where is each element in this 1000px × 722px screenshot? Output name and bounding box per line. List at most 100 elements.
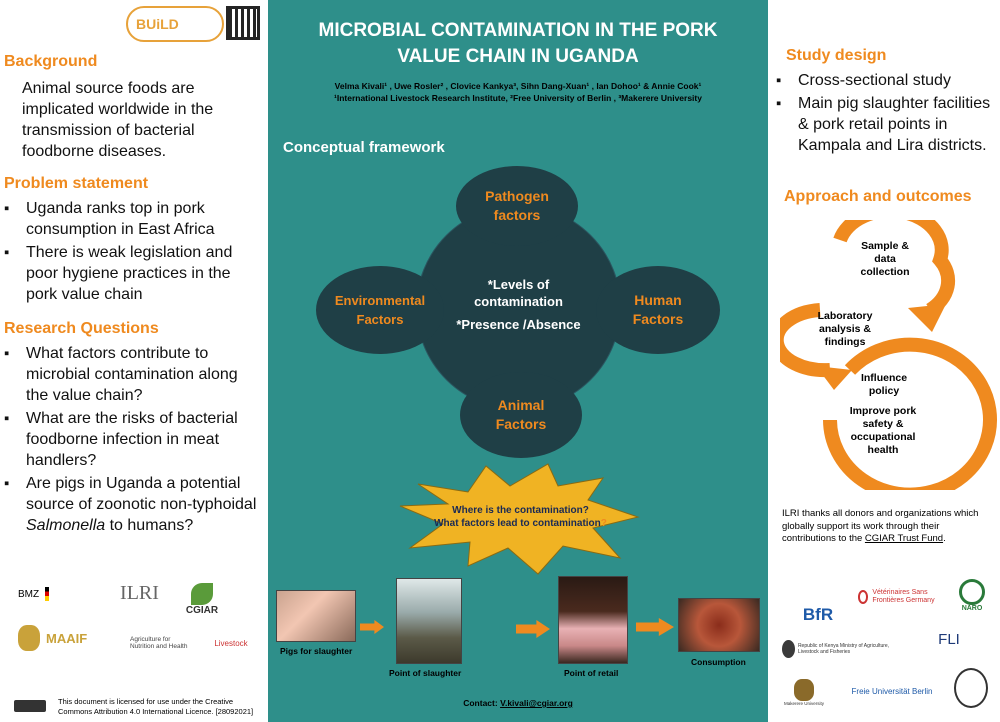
arrow-icon — [636, 618, 674, 636]
authors-line: Velma Kivali¹ , Uwe Rosler² , Clovice Ka… — [334, 81, 702, 91]
a4nh-logo-text: Agriculture for Nutrition and Health — [130, 636, 188, 650]
problem-item: Uganda ranks top in pork consumption in … — [2, 198, 264, 240]
study-design-item: Cross-sectional study — [774, 70, 996, 91]
slaughter-caption: Point of slaughter — [389, 668, 462, 678]
contact-line: Contact: V.kivali@cgiar.org — [268, 698, 768, 708]
animal-factors-circle: Animal Factors — [460, 372, 582, 458]
thanks-text: ILRI thanks all donors and organizations… — [782, 508, 992, 546]
seal-icon — [954, 668, 988, 708]
naro-logo-text: NARO — [961, 604, 983, 612]
problem-heading: Problem statement — [4, 175, 149, 192]
makerere-logo: Makerere University — [782, 672, 826, 712]
fu-berlin-logo: Freie Universität Berlin — [840, 680, 944, 702]
arrow-icon — [360, 620, 384, 634]
retail-photo — [558, 576, 628, 664]
qr-code-icon — [226, 6, 260, 40]
kenya-coat-of-arms-icon — [782, 640, 795, 658]
poster-title: MICROBIAL CONTAMINATION IN THE PORK VALU… — [318, 20, 718, 67]
environmental-factors-circle: Environmental Factors — [316, 266, 444, 354]
rq-last-prefix: Are pigs in Uganda a potential source of… — [26, 475, 257, 513]
maaif-logo: MAAIF — [18, 622, 118, 654]
makerere-emblem-icon — [794, 678, 814, 701]
pigs-caption: Pigs for slaughter — [280, 646, 353, 656]
framework-heading: Conceptual framework — [283, 139, 445, 156]
center-circle-text: *Levels of contamination *Presence /Abse… — [417, 276, 620, 333]
background-heading: Background — [4, 53, 98, 70]
contact-email-link[interactable]: V.kivali@cgiar.org — [500, 698, 573, 708]
pathogen-factors-circle: Pathogen factors — [456, 166, 578, 246]
study-design-list: Cross-sectional study Main pig slaughter… — [774, 70, 996, 158]
human-factors-circle: Human Factors — [596, 266, 720, 354]
bfr-logo-text: BfR — [802, 605, 834, 624]
center-line-1: *Levels of contamination — [474, 277, 563, 309]
cgiar-logo: CGIAR — [172, 576, 232, 622]
study-design-heading: Study design — [786, 47, 887, 64]
build-logo-text: BUiLD — [136, 16, 179, 32]
problem-list: Uganda ranks top in pork consumption in … — [2, 198, 264, 307]
ilri-logo-text: ILRI — [120, 581, 159, 604]
pathogen-factors-label: Pathogen factors — [485, 188, 549, 223]
vsf-heart-icon — [858, 590, 869, 604]
star-line-2: What factors lead to contamination? — [433, 517, 608, 530]
makerere-logo-text: Makerere University — [783, 700, 824, 706]
bmz-logo-text: BMZ — [18, 588, 40, 600]
naro-logo: NARO — [954, 574, 990, 616]
problem-item: There is weak legislation and poor hygie… — [2, 242, 264, 305]
fu-berlin-logo-text: Freie Universität Berlin — [851, 686, 933, 696]
ilri-logo: ILRI — [112, 578, 167, 608]
bfr-logo: BfR — [782, 602, 854, 628]
thanks-prefix: ILRI thanks all donors and organizations… — [782, 508, 979, 544]
author-list: Velma Kivali¹ , Uwe Rosler² , Clovice Ka… — [268, 80, 768, 104]
research-questions-heading: Research Questions — [4, 320, 159, 337]
slaughter-photo — [396, 578, 462, 664]
contact-prefix: Contact: — [463, 698, 501, 708]
consumption-photo — [678, 598, 760, 652]
naro-emblem-icon — [959, 578, 985, 605]
pigs-photo — [276, 590, 356, 642]
cycle-step-sample: Sample & data collection — [860, 240, 910, 278]
research-questions-list: What factors contribute to microbial con… — [2, 343, 264, 538]
retail-caption: Point of retail — [564, 668, 619, 678]
livestock-logo-text: Livestock — [214, 638, 248, 648]
thanks-suffix: . — [943, 533, 946, 544]
contamination-star-shape — [399, 463, 640, 575]
a4nh-logo: Agriculture for Nutrition and Health — [130, 630, 190, 656]
bmz-logo: BMZ — [18, 582, 98, 606]
star-line-1: Where is the contamination? — [452, 505, 589, 516]
star-qmark: ? — [600, 518, 607, 529]
study-design-item: Main pig slaughter facilities & pork ret… — [774, 93, 996, 156]
fli-logo: FLI — [904, 624, 994, 654]
consumption-caption: Consumption — [691, 657, 746, 667]
middle-column: MICROBIAL CONTAMINATION IN THE PORK VALU… — [268, 0, 768, 722]
kenya-ministry-text: Republic of Kenya Ministry of Agricultur… — [797, 643, 890, 655]
maaif-logo-text: MAAIF — [46, 630, 88, 646]
uganda-coat-of-arms-icon — [18, 625, 40, 651]
vsf-logo: Vétérinaires Sans Frontières Germany — [858, 582, 948, 612]
animal-factors-label: Animal Factors — [495, 397, 547, 432]
cgiar-trust-fund-link[interactable]: CGIAR Trust Fund — [864, 533, 944, 544]
vsf-logo-text: Vétérinaires Sans Frontières Germany — [872, 589, 935, 604]
left-column: BUiLD Background Animal source foods are… — [0, 0, 268, 722]
center-line-2: *Presence /Absence — [456, 317, 581, 332]
german-flag-icon — [45, 587, 50, 601]
research-question-item: What factors contribute to microbial con… — [2, 343, 264, 406]
cgiar-leaf-icon — [191, 582, 213, 605]
research-question-item: Are pigs in Uganda a potential source of… — [2, 473, 264, 536]
fli-logo-text: FLI — [938, 630, 960, 648]
rq-last-suffix: to humans? — [105, 517, 194, 534]
star-text: Where is the contamination? What factors… — [433, 504, 608, 530]
cycle-step-policy: Influence policy — [860, 372, 908, 397]
cycle-step-pork-safety: Improve pork safety & occupational healt… — [849, 405, 917, 456]
right-column: Study design Cross-sectional study Main … — [768, 0, 1000, 722]
approach-cycle-arrows — [780, 220, 997, 490]
human-factors-label: Human Factors — [632, 292, 684, 327]
affiliations-line: ¹International Livestock Research Instit… — [334, 93, 702, 103]
build-logo: BUiLD — [126, 6, 224, 42]
rq-last-italic: Salmonella — [26, 517, 106, 534]
star-line-2-text: What factors lead to contamination — [434, 518, 601, 529]
kenya-ministry-logo: Republic of Kenya Ministry of Agricultur… — [782, 636, 902, 662]
environmental-factors-label: Environmental Factors — [334, 293, 426, 327]
livestock-program-logo: Livestock — [196, 630, 266, 656]
background-text: Animal source foods are implicated world… — [22, 80, 214, 160]
license-text: This document is licensed for use under … — [58, 697, 254, 716]
